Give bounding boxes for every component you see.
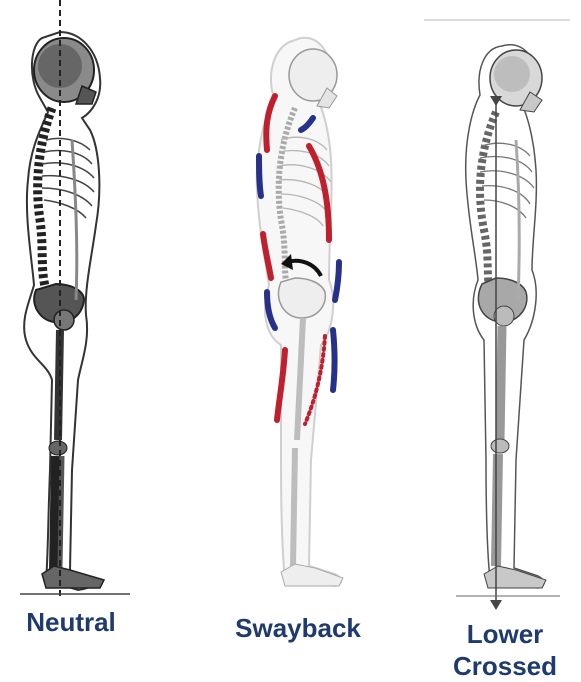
weak-mid-back [259,156,261,196]
rib-cage [42,138,94,218]
foot [281,564,343,586]
spine [480,112,496,292]
knee [491,439,509,453]
tibia [54,456,56,570]
neutral-figure [0,0,140,610]
hip-joint [54,310,74,330]
weak-abdominals [335,262,339,300]
hip-joint [494,306,514,326]
swayback-figure [225,0,380,610]
swayback-label: Swayback [213,612,383,644]
swayback-skeleton-illustration [225,0,380,610]
arm [72,140,77,300]
neutral-label: Neutral [12,606,130,638]
tibia [293,448,295,566]
skull-shade [494,56,530,92]
weak-hip-flexors [333,330,335,390]
spine [38,108,52,290]
femur [500,326,502,440]
arrow-down-icon [490,600,502,610]
lower-crossed-label: Lower Crossed [430,618,580,682]
foot [42,566,104,588]
knee [49,441,67,455]
lower-crossed-figure [420,0,581,610]
pelvis [278,278,325,318]
arm [516,140,519,300]
foot [484,566,546,588]
lower-crossed-label-line2: Crossed [430,650,580,682]
rib-cage [480,143,534,218]
lower-crossed-label-line1: Lower [430,618,580,650]
neutral-skeleton-illustration [0,0,140,610]
lower-crossed-skeleton-illustration [420,0,581,610]
